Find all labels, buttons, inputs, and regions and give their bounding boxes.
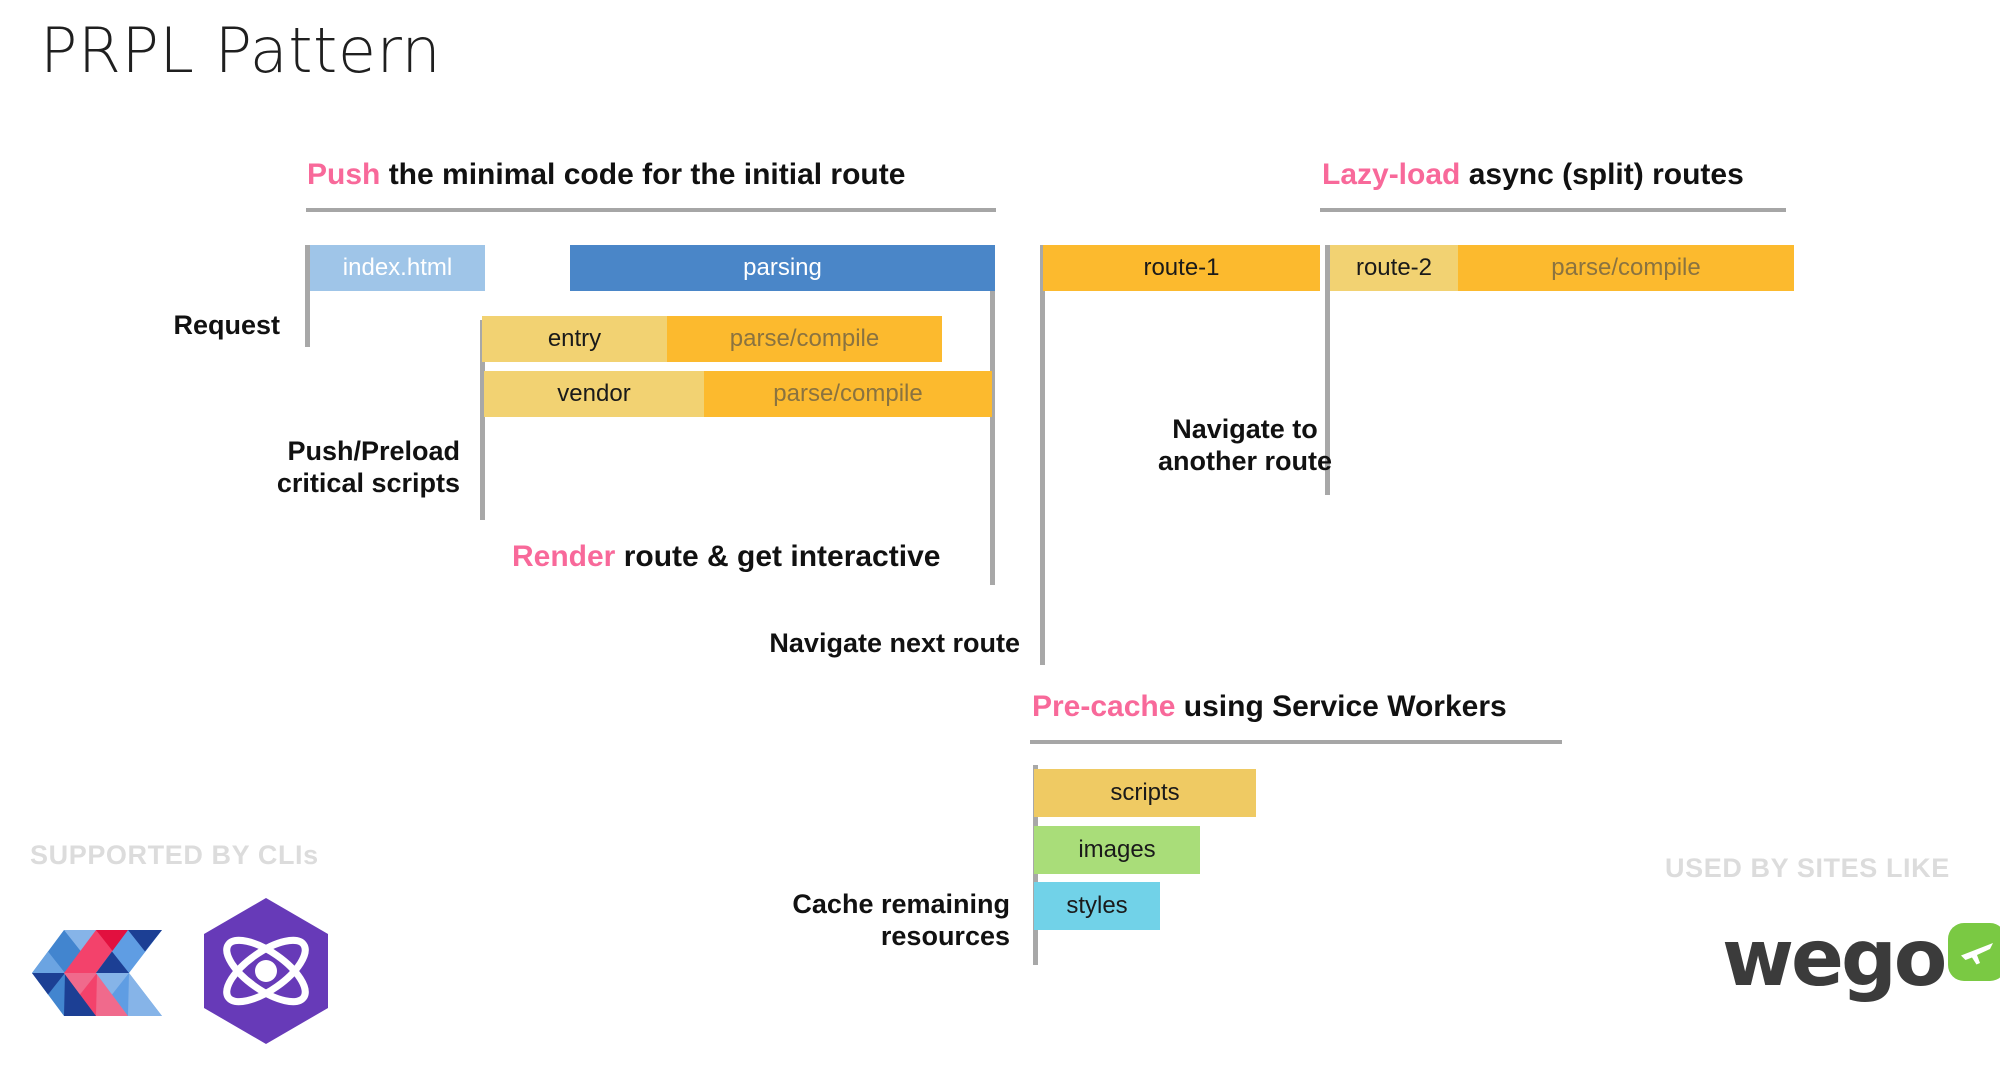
precache-heading-rule xyxy=(1030,740,1562,744)
precache-accent-word: Pre-cache xyxy=(1032,690,1176,723)
wego-wordmark: wego xyxy=(1722,914,1947,1004)
segment-route-2-parse-compile: parse/compile xyxy=(1458,245,1794,291)
label-request: Request xyxy=(173,310,280,340)
push-heading-rule xyxy=(306,208,996,212)
push-section-heading: Push the minimal code for the initial ro… xyxy=(307,158,905,192)
render-guide-line xyxy=(990,245,995,585)
navigate-another-guide-line xyxy=(1325,245,1330,495)
segment-route-2: route-2 xyxy=(1330,245,1458,291)
segment-scripts: scripts xyxy=(1034,769,1256,817)
bar-route-1: route-1 xyxy=(1043,245,1320,291)
lazy-heading-rule xyxy=(1320,208,1786,212)
polymer-logo-icon xyxy=(32,908,162,1043)
segment-styles: styles xyxy=(1034,882,1160,930)
bar-index-html: index.html xyxy=(310,245,485,291)
segment-index-html: index.html xyxy=(310,245,485,291)
segment-images: images xyxy=(1034,826,1200,874)
bar-vendor: vendor parse/compile xyxy=(484,371,992,417)
bar-route-2: route-2 parse/compile xyxy=(1330,245,1794,291)
bar-entry: entry parse/compile xyxy=(482,316,942,362)
lazy-section-heading: Lazy-load async (split) routes xyxy=(1322,158,1744,192)
preact-logo-icon xyxy=(200,898,332,1049)
push-accent-word: Push xyxy=(307,158,381,191)
render-accent-word: Render xyxy=(512,540,616,573)
precache-heading-rest: using Service Workers xyxy=(1175,690,1507,723)
supported-by-clis-caption: SUPPORTED BY CLIs xyxy=(30,840,319,870)
render-heading-rest: route & get interactive xyxy=(615,540,941,573)
bar-scripts: scripts xyxy=(1034,769,1256,817)
navigate-next-guide-line xyxy=(1040,245,1045,665)
used-by-sites-like-caption: USED BY SITES LIKE xyxy=(1665,853,1950,883)
segment-route-1: route-1 xyxy=(1043,245,1320,291)
label-navigate-next-route: Navigate next route xyxy=(769,628,1020,658)
segment-vendor-parse-compile: parse/compile xyxy=(704,371,992,417)
push-preload-guide-line xyxy=(480,320,485,520)
label-push-preload: Push/Preload critical scripts xyxy=(276,436,460,498)
render-section-heading: Render route & get interactive xyxy=(512,540,940,574)
segment-vendor: vendor xyxy=(484,371,704,417)
label-navigate-another-route: Navigate to another route xyxy=(1157,414,1332,476)
bar-images: images xyxy=(1034,826,1200,874)
precache-section-heading: Pre-cache using Service Workers xyxy=(1032,690,1507,724)
push-heading-rest: the minimal code for the initial route xyxy=(380,158,906,191)
wego-logo: wego xyxy=(1722,920,2000,998)
page-title: PRPL Pattern xyxy=(40,14,442,87)
lazy-heading-rest: async (split) routes xyxy=(1460,158,1744,191)
bar-parsing: parsing xyxy=(570,245,995,291)
segment-entry: entry xyxy=(482,316,667,362)
wego-plane-badge-icon xyxy=(1948,923,2000,981)
request-guide-line xyxy=(305,245,310,347)
segment-parsing: parsing xyxy=(570,245,995,291)
bar-styles: styles xyxy=(1034,882,1160,930)
segment-entry-parse-compile: parse/compile xyxy=(667,316,942,362)
lazy-accent-word: Lazy-load xyxy=(1322,158,1461,191)
label-cache-remaining: Cache remaining resources xyxy=(792,889,1010,951)
